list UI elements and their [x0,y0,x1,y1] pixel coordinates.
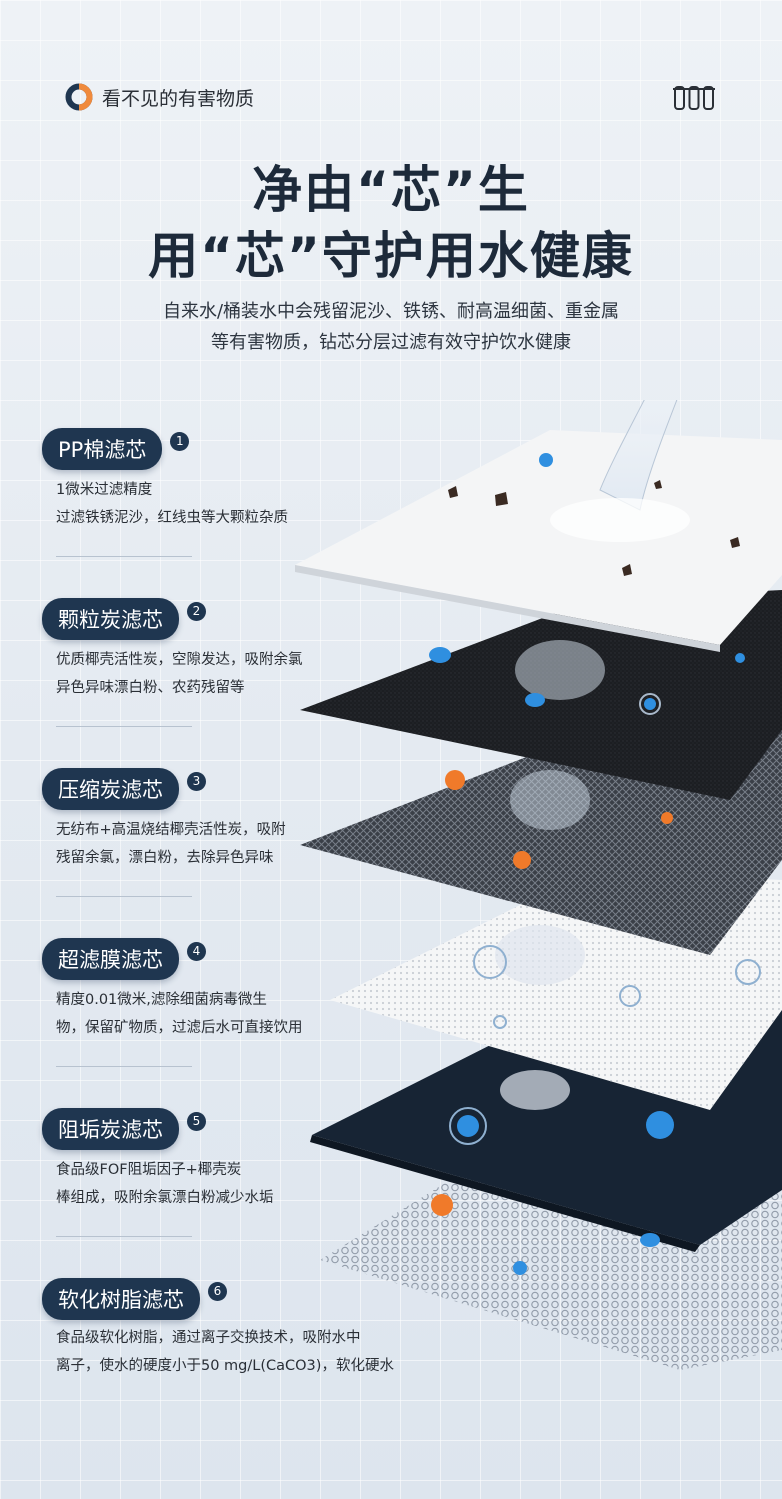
filter-layers-illustration [295,400,782,1370]
layer-desc-1-line-1: 1微米过滤精度 [56,482,153,498]
layer-desc-5-line-2: 棒组成，吸附余氯漂白粉减少水垢 [56,1190,274,1206]
topic-tag: 看不见的有害物质 [64,82,254,112]
layer-desc-5-line-1: 食品级FOF阻垢因子+椰壳炭 [56,1162,242,1178]
layer-desc-2-line-1: 优质椰壳活性炭，空隙发达，吸附余氯 [56,652,303,668]
divider [56,726,192,727]
divider [56,1066,192,1067]
layer-name-1: PP棉滤芯 [42,428,163,470]
layer-label-1: PP棉滤芯 1 [42,428,190,470]
layer-number-4: 4 [187,941,206,961]
layer-desc-6: 食品级软化树脂，通过离子交换技术，吸附水中 离子，使水的硬度小于50 mg/L(… [56,1324,394,1380]
layer-name-3: 压缩炭滤芯 [42,768,179,810]
layer-desc-1-line-2: 过滤铁锈泥沙，红线虫等大颗粒杂质 [56,510,288,526]
subtitle-line-2: 等有害物质，钻芯分层过滤有效守护饮水健康 [211,332,571,353]
layer-name-5: 阻垢炭滤芯 [42,1108,179,1150]
layer-label-5: 阻垢炭滤芯 5 [42,1108,206,1150]
layer-number-1: 1 [170,431,190,451]
layer-desc-6-line-1: 食品级软化树脂，通过离子交换技术，吸附水中 [56,1330,361,1346]
ring-logo-icon [65,83,93,111]
layer-name-4: 超滤膜滤芯 [42,938,179,980]
subtitle-line-1: 自来水/桶装水中会残留泥沙、铁锈、耐高温细菌、重金属 [162,301,620,322]
divider [56,556,192,557]
layer-desc-4-line-2: 物，保留矿物质，过滤后水可直接饮用 [56,1020,303,1036]
layer-number-6: 6 [208,1281,227,1301]
filter-cartridge-icon [673,86,715,110]
layer-number-2: 2 [187,601,206,621]
layer-label-3: 压缩炭滤芯 3 [42,768,206,810]
layer-desc-6-line-2: 离子，使水的硬度小于50 mg/L(CaCO3)，软化硬水 [56,1358,394,1374]
headline-line-2: 用“芯”守护用水健康 [148,227,634,285]
layer-name-6: 软化树脂滤芯 [42,1278,200,1320]
layer-number-3: 3 [187,771,206,791]
topic-tag-label: 看不见的有害物质 [102,87,255,110]
layer-label-6: 软化树脂滤芯 6 [42,1278,227,1320]
layer-label-2: 颗粒炭滤芯 2 [42,598,206,640]
layer-desc-3-line-2: 残留余氯，漂白粉，去除异色异味 [56,850,274,866]
layer-desc-1: 1微米过滤精度 过滤铁锈泥沙，红线虫等大颗粒杂质 [56,476,288,532]
layer-name-2: 颗粒炭滤芯 [42,598,179,640]
layer-desc-2: 优质椰壳活性炭，空隙发达，吸附余氯 异色异味漂白粉、农药残留等 [56,646,303,702]
layer-desc-5: 食品级FOF阻垢因子+椰壳炭 棒组成，吸附余氯漂白粉减少水垢 [56,1156,274,1212]
layer-number-5: 5 [187,1111,206,1131]
layer-label-4: 超滤膜滤芯 4 [42,938,206,980]
layer-desc-3-line-1: 无纺布+高温烧结椰壳活性炭，吸附 [56,822,286,838]
layer-desc-2-line-2: 异色异味漂白粉、农药残留等 [56,680,245,696]
layer-desc-4: 精度0.01微米,滤除细菌病毒微生 物，保留矿物质，过滤后水可直接饮用 [56,986,303,1042]
headline-line-1: 净由“芯”生 [252,161,530,219]
layer-desc-3: 无纺布+高温烧结椰壳活性炭，吸附 残留余氯，漂白粉，去除异色异味 [56,816,286,872]
divider [56,896,192,897]
layer-desc-4-line-1: 精度0.01微米,滤除细菌病毒微生 [56,992,267,1008]
divider [56,1236,192,1237]
